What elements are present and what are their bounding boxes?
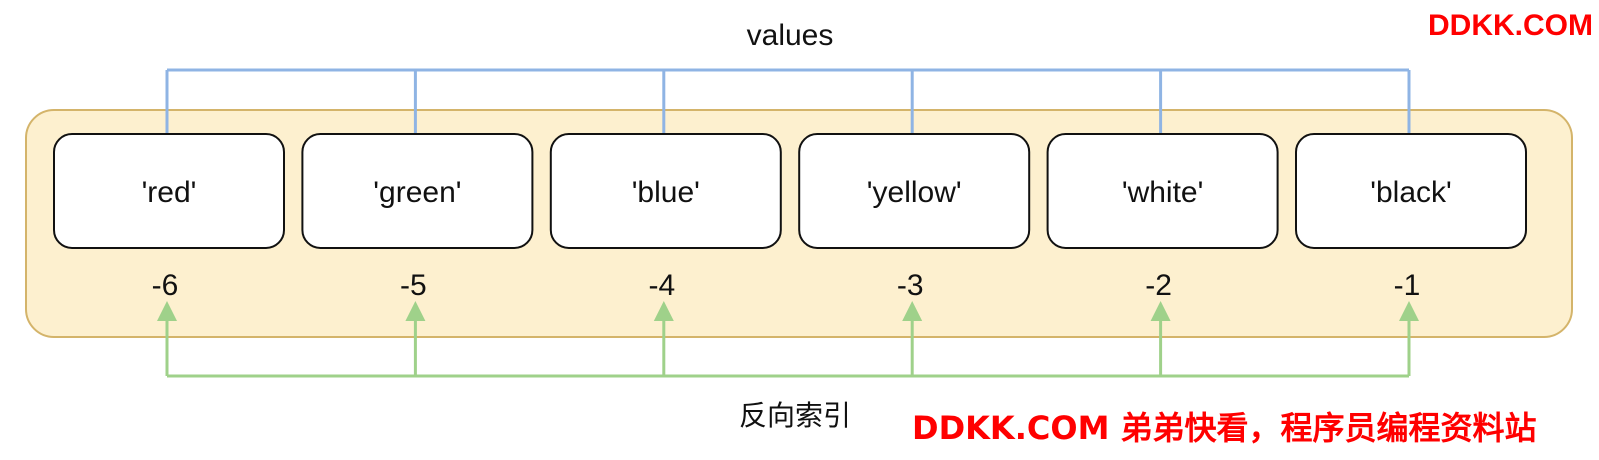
reverse-index-label: 反向索引: [738, 399, 851, 432]
index-text: -1: [1394, 269, 1421, 302]
value-text: 'yellow': [867, 176, 962, 209]
up-arrow-icon: [653, 301, 674, 321]
value-cell: [53, 133, 285, 249]
values-label: values: [746, 19, 834, 52]
value-cells: 'red' -6 'green' -5 'blue' -4 'yellow' -3 'white…: [53, 133, 1527, 302]
value-cell: [1295, 133, 1527, 249]
index-text: -2: [1145, 269, 1172, 302]
value-cell: [549, 133, 782, 249]
value-text: 'black': [1370, 176, 1452, 209]
index-text: -3: [897, 269, 924, 302]
up-arrow-icon: [1399, 301, 1419, 321]
up-arrow-icon: [1150, 301, 1171, 321]
value-text: 'red': [142, 176, 197, 209]
up-arrow-icon: [405, 301, 426, 321]
up-arrow-icon: [902, 301, 923, 321]
value-text: 'blue': [632, 176, 700, 209]
value-cell: [301, 133, 534, 249]
up-arrow-icon: [157, 301, 177, 321]
watermark-top: DDKK.COM: [1428, 9, 1593, 42]
index-text: -6: [152, 269, 179, 302]
index-text: -4: [648, 269, 675, 302]
value-cell: [1046, 133, 1279, 249]
index-text: -5: [400, 269, 427, 302]
value-text: 'green': [373, 176, 461, 209]
value-text: 'white': [1122, 176, 1204, 209]
watermark-bottom: DDKK.COM 弟弟快看，程序员编程资料站: [912, 409, 1537, 447]
value-cell: [798, 133, 1031, 249]
